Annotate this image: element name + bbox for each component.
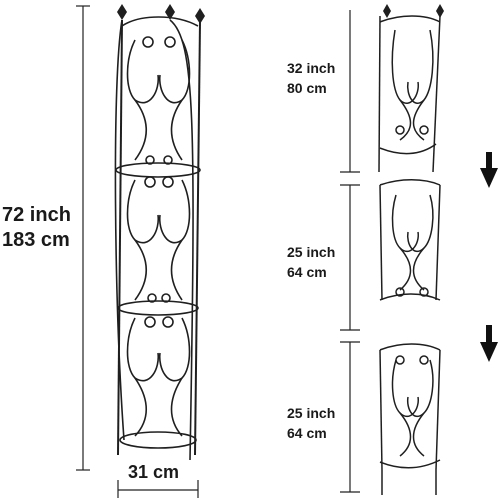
segment-bottom-label: 25 inch 64 cm xyxy=(287,403,335,444)
segment-dimensions xyxy=(340,10,360,493)
segment-middle xyxy=(379,179,441,301)
segment-bottom-imperial: 25 inch xyxy=(287,405,336,421)
finial-icon xyxy=(117,4,205,24)
segment-top-metric: 80 cm xyxy=(287,80,327,97)
segment-middle-metric: 64 cm xyxy=(287,264,327,281)
total-height-dimension xyxy=(76,5,90,471)
segment-middle-imperial: 25 inch xyxy=(287,244,336,260)
total-height-metric: 183 cm xyxy=(2,229,70,251)
scroll-panel-top xyxy=(126,36,191,165)
segment-bottom-metric: 64 cm xyxy=(287,425,327,442)
scroll-panel-bottom xyxy=(126,316,191,437)
arrow-down-icon xyxy=(480,152,498,188)
width-label: 31 cm xyxy=(128,462,180,482)
total-height-imperial: 72 inch xyxy=(2,204,71,226)
segment-bottom xyxy=(379,343,441,495)
assembled-trellis xyxy=(114,4,205,461)
segment-top-imperial: 32 inch xyxy=(287,60,336,76)
scroll-panel-middle xyxy=(126,176,191,303)
segment-top-label: 32 inch 80 cm xyxy=(287,58,335,99)
total-height-label: 72 inch 183 cm xyxy=(2,203,71,253)
arrow-down-icon xyxy=(480,325,498,362)
segment-middle-label: 25 inch 64 cm xyxy=(287,242,335,283)
segment-top xyxy=(378,4,444,173)
width-dimension xyxy=(117,480,199,498)
